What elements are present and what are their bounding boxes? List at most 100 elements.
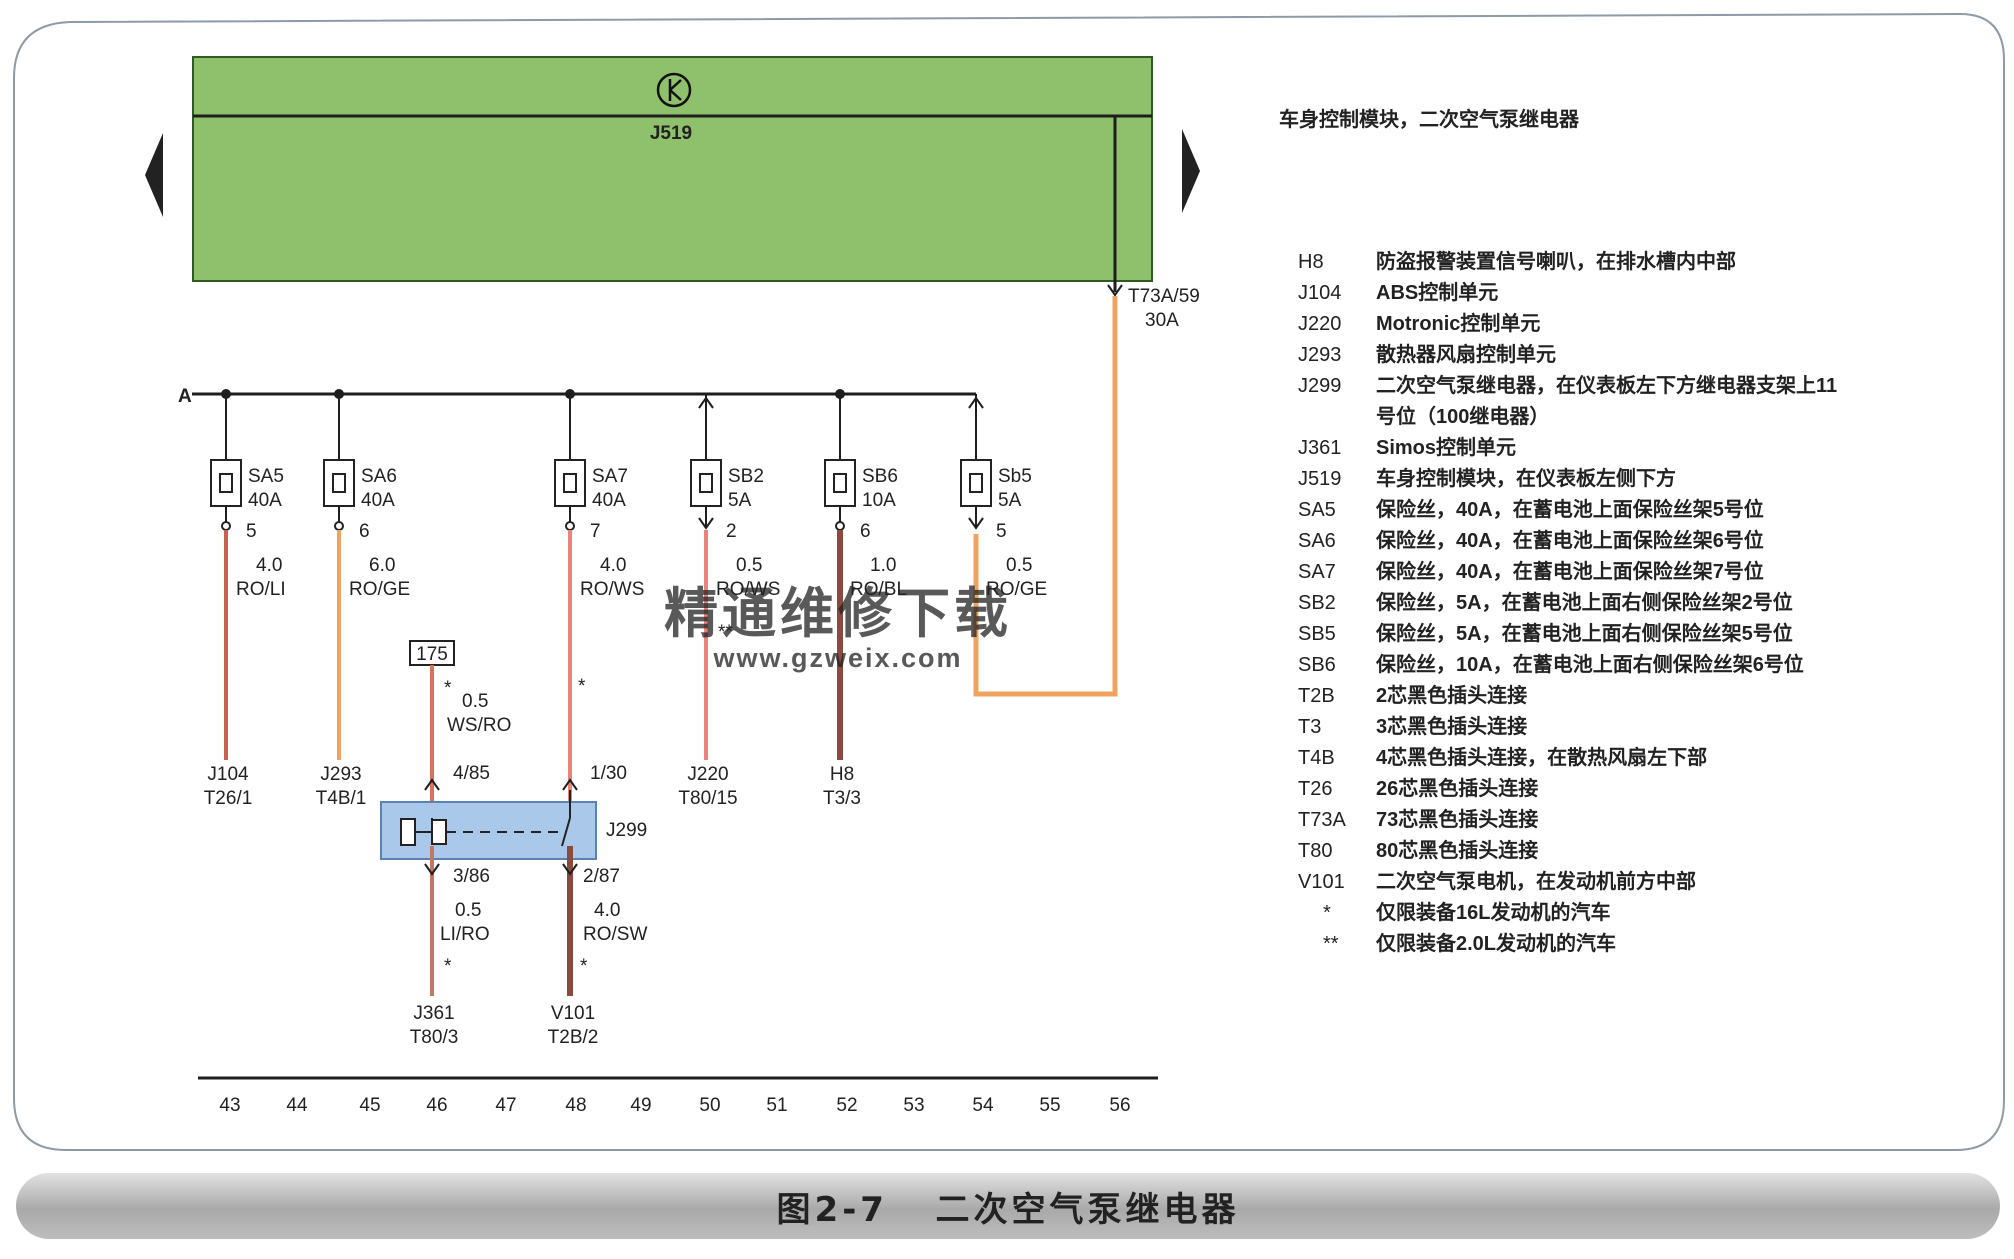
fuse-pin: 6 [359,521,370,542]
column-number: 54 [972,1095,994,1116]
legend-code: T80 [1298,840,1332,862]
arrow-left-icon[interactable] [145,133,163,217]
legend-code: H8 [1298,251,1324,273]
fuse-name: SA6 [361,466,397,487]
module-label: J519 [650,123,692,144]
legend-code: SB5 [1298,623,1336,645]
legend-code: T73A [1298,809,1346,831]
transistor-icon [656,72,692,108]
figure-caption: 图2-7 二次空气泵继电器 [776,1189,1240,1230]
legend-row: H8 防盗报警装置信号喇叭，在排水槽内中部 [1298,249,1736,273]
fuse-pin: 5 [996,521,1007,542]
relay-out-left-pin: 3/86 [453,866,490,887]
column-number: 51 [766,1095,787,1116]
legend-desc: 4芯黑色插头连接，在散热风扇左下部 [1376,745,1707,769]
arrow-right-icon[interactable] [1182,129,1200,213]
legend-code: * [1323,902,1331,924]
wire-dest-pin: T26/1 [204,788,253,809]
legend-desc: 防盗报警装置信号喇叭，在排水槽内中部 [1376,249,1736,273]
legend-row: *仅限装备16L发动机的汽车 [1323,900,1610,924]
relay-j299-box [380,801,597,860]
wire-size: 0.5 [736,555,762,576]
column-number: 50 [699,1095,720,1116]
legend-code: T4B [1298,747,1335,769]
wire-color: RO/LI [236,579,286,600]
legend-desc: Motronic控制单元 [1376,311,1540,335]
legend-desc: 保险丝，40A，在蓄电池上面保险丝架7号位 [1375,559,1764,583]
wire-dest-pin: T80/15 [678,788,737,809]
wire-t73a-sb5 [973,296,1118,697]
legend-desc: 保险丝，40A，在蓄电池上面保险丝架5号位 [1375,497,1764,521]
legend-row: **仅限装备2.0L发动机的汽车 [1323,931,1616,955]
legend-code: V101 [1298,871,1345,893]
relay-out-right-dest-pin: T2B/2 [548,1027,599,1048]
fuse-pin: 6 [860,521,871,542]
relay-out-left-dest-pin: T80/3 [410,1027,459,1048]
wire-color: RO/BL [850,579,907,600]
relay-switch-icon [561,817,571,847]
legend-code: SA6 [1298,530,1336,552]
wire-size: 6.0 [369,555,395,576]
page-frame [13,12,2005,1151]
legend-desc: Simos控制单元 [1376,435,1516,459]
relay-out-left-mark: * [444,956,452,977]
legend-code: T2B [1298,685,1335,707]
legend-code: J361 [1298,437,1341,459]
fuse-rating: 40A [248,490,282,511]
fuse-name: Sb5 [998,466,1032,487]
legend-code: T26 [1298,778,1332,800]
relay-out-left-size: 0.5 [455,900,481,921]
wire-mark: ** [718,622,733,643]
column-number: 45 [359,1095,380,1116]
legend-code: J299 [1298,375,1341,397]
relay-label: J299 [606,820,647,841]
fuse-rating: 5A [998,490,1022,511]
relay-out-right-mark: * [580,956,588,977]
wire-dest: J293 [320,764,361,785]
legend-row: 号位（100继电器） [1376,404,1549,428]
fuse-name: SA5 [248,466,284,487]
column-number: 52 [836,1095,857,1116]
legend-desc: 保险丝，5A，在蓄电池上面右侧保险丝架2号位 [1375,590,1793,614]
column-number: 49 [630,1095,651,1116]
legend-desc: 散热器风扇控制单元 [1376,342,1556,366]
relay-in-color: WS/RO [447,715,511,736]
watermark-name: 精通维修下载 [664,584,1012,644]
ref-box-label: 175 [416,644,448,665]
relay-in-mark: * [444,678,452,699]
wire-size: 0.5 [1006,555,1032,576]
wire-size: 1.0 [870,555,896,576]
relay-in-pin: 4/85 [453,763,490,784]
wire-size: 4.0 [600,555,626,576]
figure-caption-bar: 图2-7 二次空气泵继电器 [16,1173,2000,1239]
wire-dest-pin: T4B/1 [316,788,367,809]
relay-out-right-pin: 2/87 [583,866,620,887]
legend-desc: 号位（100继电器） [1376,404,1549,428]
wire-mark: * [578,676,586,697]
wire-size: 4.0 [256,555,282,576]
fuse-icon [690,459,722,507]
fuse-rating: 40A [592,490,626,511]
legend-code: SA7 [1298,561,1336,583]
legend-code: ** [1323,933,1339,955]
legend-code: J104 [1298,282,1341,304]
relay-out-left-dest: J361 [413,1003,454,1024]
column-number: 46 [426,1095,447,1116]
wire-dest: J104 [207,764,249,785]
wire-dest: H8 [830,764,854,785]
